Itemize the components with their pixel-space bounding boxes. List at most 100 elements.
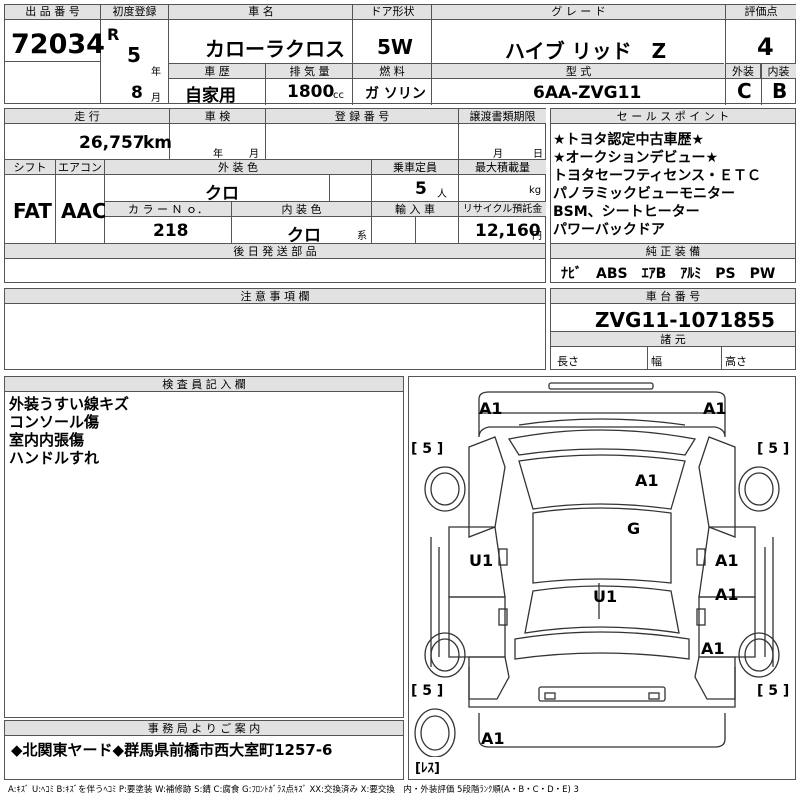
damage-mark: A1 <box>635 471 659 490</box>
lot-number: 72034 <box>11 29 105 60</box>
damage-mark: A1 <box>715 585 739 604</box>
damage-mark: U1 <box>469 551 494 570</box>
interior-color-label: 内 装 色 <box>232 202 371 217</box>
office-address: ◆北関東ヤード◆群馬県前橋市西大室町1257-6 <box>11 741 333 759</box>
tire-tread-label: [ 5 ] <box>757 683 790 699</box>
fuel-label: 燃 料 <box>353 64 431 79</box>
mileage-unit: km <box>143 133 173 153</box>
grade: ハイブ リッド Z <box>505 39 667 63</box>
recycle-label: リサイクル預託金 <box>459 202 546 217</box>
history-label: 車 歴 <box>169 64 265 79</box>
interior-color-unit: 系 <box>357 231 367 242</box>
mileage: 26,757 <box>79 133 145 153</box>
damage-mark: A1 <box>703 399 727 418</box>
sales-point-line: ★トヨタ認定中古車歴★ <box>553 132 705 148</box>
first-reg-year: 5 <box>127 43 141 67</box>
vehicle-info-block: 走 行 車 検 登 録 番 号 譲渡書類期限 26,757 km 年 月 月 日… <box>4 108 546 283</box>
sales-point-block: セ ー ル ス ポ イ ン ト ★トヨタ認定中古車歴★ ★オークションデビュー★… <box>550 108 796 283</box>
exterior-grade: C <box>737 79 752 103</box>
car-name: カローラクロス <box>205 37 345 61</box>
inspector-label: 検 査 員 記 入 欄 <box>5 377 403 392</box>
damage-diagram: A1 A1 A1 G U1 A1 U1 A1 A1 A1 [ 5 ] [ 5 ]… <box>408 376 796 780</box>
inspection-year-unit: 年 <box>213 149 223 160</box>
length-label: 長さ <box>557 355 579 368</box>
mileage-label: 走 行 <box>5 109 169 124</box>
model-label: 型 式 <box>432 64 725 79</box>
sales-point-line: パノラミックビューモニター <box>553 186 735 202</box>
tire-tread-label: [ 5 ] <box>757 441 790 457</box>
first-registration-label: 初度登録 <box>101 5 168 20</box>
recycle-unit: 円 <box>532 231 542 242</box>
recycle-fee: 12,160 <box>475 221 541 241</box>
damage-mark: A1 <box>701 639 725 658</box>
shift-value: FAT <box>13 199 52 223</box>
ac-value: AAC <box>61 199 107 223</box>
damage-mark: U1 <box>593 587 618 606</box>
sales-point-line: パワーバックドア <box>553 222 665 238</box>
later-parts-label: 後 日 発 送 部 品 <box>5 244 545 259</box>
car-name-label: 車 名 <box>169 5 353 20</box>
chassis-label: 車 台 番 号 <box>551 289 795 304</box>
sales-point-label: セ ー ル ス ポ イ ン ト <box>551 109 795 124</box>
transfer-day-unit: 日 <box>533 149 543 160</box>
inspection-month-unit: 月 <box>249 149 259 160</box>
year-unit: 年 <box>151 67 161 78</box>
score: 4 <box>757 33 774 61</box>
specs-label: 諸 元 <box>551 332 795 347</box>
inspector-note: 室内内張傷 <box>9 431 85 449</box>
spare-tire-label: [ﾚｽ] <box>415 757 440 776</box>
color-no-label: カ ラ ー Ｎ ｏ． <box>105 202 231 217</box>
tire-tread-label: [ 5 ] <box>411 683 444 699</box>
displacement: 1800 <box>287 82 335 102</box>
displacement-unit: cc <box>333 90 344 101</box>
ac-label: エアコン <box>56 160 104 175</box>
equipment-value: ﾅﾋﾞ ABS ｴｱB ｱﾙﾐ PS PW <box>561 266 776 282</box>
shift-label: シフト <box>5 160 55 175</box>
import-label: 輸 入 車 <box>372 202 458 217</box>
damage-mark: A1 <box>481 729 505 748</box>
interior-grade: B <box>772 79 788 103</box>
load-unit: kg <box>529 185 542 196</box>
chassis-number: ZVG11-1071855 <box>595 308 775 332</box>
interior-color: クロ <box>287 226 321 246</box>
month-unit: 月 <box>151 93 161 104</box>
equipment-label: 純 正 装 備 <box>551 244 795 259</box>
interior-grade-label: 内装 <box>761 64 796 79</box>
damage-mark: A1 <box>479 399 503 418</box>
capacity: 5 <box>415 179 427 199</box>
inspector-note: コンソール傷 <box>9 413 100 431</box>
lot-number-label: 出 品 番 号 <box>5 5 100 20</box>
first-reg-month: 8 <box>131 83 143 103</box>
office-block: 事 務 局 よ り ご 案 内 ◆北関東ヤード◆群馬県前橋市西大室町1257-6 <box>4 720 404 780</box>
capacity-unit: 人 <box>437 189 447 200</box>
chassis-block: 車 台 番 号 ZVG11-1071855 諸 元 長さ 幅 高さ <box>550 288 796 370</box>
damage-mark: A1 <box>715 551 739 570</box>
score-label: 評価点 <box>726 5 796 20</box>
exterior-color: クロ <box>205 184 239 204</box>
era: R <box>107 25 120 44</box>
inspection-label: 車 検 <box>170 109 265 124</box>
legend: A:ｷｽﾞ U:ﾍｺﾐ B:ｷｽﾞを伴うﾍｺﾐ P:要塗装 W:補修跡 S:錆 … <box>8 785 579 795</box>
capacity-label: 乗車定員 <box>372 160 458 175</box>
office-label: 事 務 局 よ り ご 案 内 <box>5 721 403 736</box>
transfer-month-unit: 月 <box>493 149 503 160</box>
notes-block: 注 意 事 項 欄 <box>4 288 546 370</box>
inspector-note: ハンドルすれ <box>9 449 100 467</box>
height-label: 高さ <box>725 355 747 368</box>
color-number: 218 <box>153 221 189 241</box>
fuel: ガ ソリン <box>365 86 426 102</box>
color-label: 外 装 色 <box>105 160 371 175</box>
width-label: 幅 <box>651 355 662 368</box>
model-code: 6AA-ZVG11 <box>533 83 642 103</box>
tire-tread-label: [ 5 ] <box>411 441 444 457</box>
displacement-label: 排 気 量 <box>266 64 353 79</box>
inspector-note: 外装うすい線キズ <box>9 395 130 413</box>
transfer-label: 譲渡書類期限 <box>459 109 546 124</box>
sales-point-line: ★オークションデビュー★ <box>553 150 719 166</box>
sales-point-line: トヨタセーフティセンス・ＥＴＣ <box>553 168 762 184</box>
inspector-block: 検 査 員 記 入 欄 外装うすい線キズ コンソール傷 室内内張傷 ハンドルすれ <box>4 376 404 718</box>
car-diagram <box>414 382 780 758</box>
damage-mark: G <box>627 519 641 538</box>
door-type: 5W <box>377 35 413 59</box>
sales-point-line: BSM、シートヒーター <box>553 204 700 220</box>
